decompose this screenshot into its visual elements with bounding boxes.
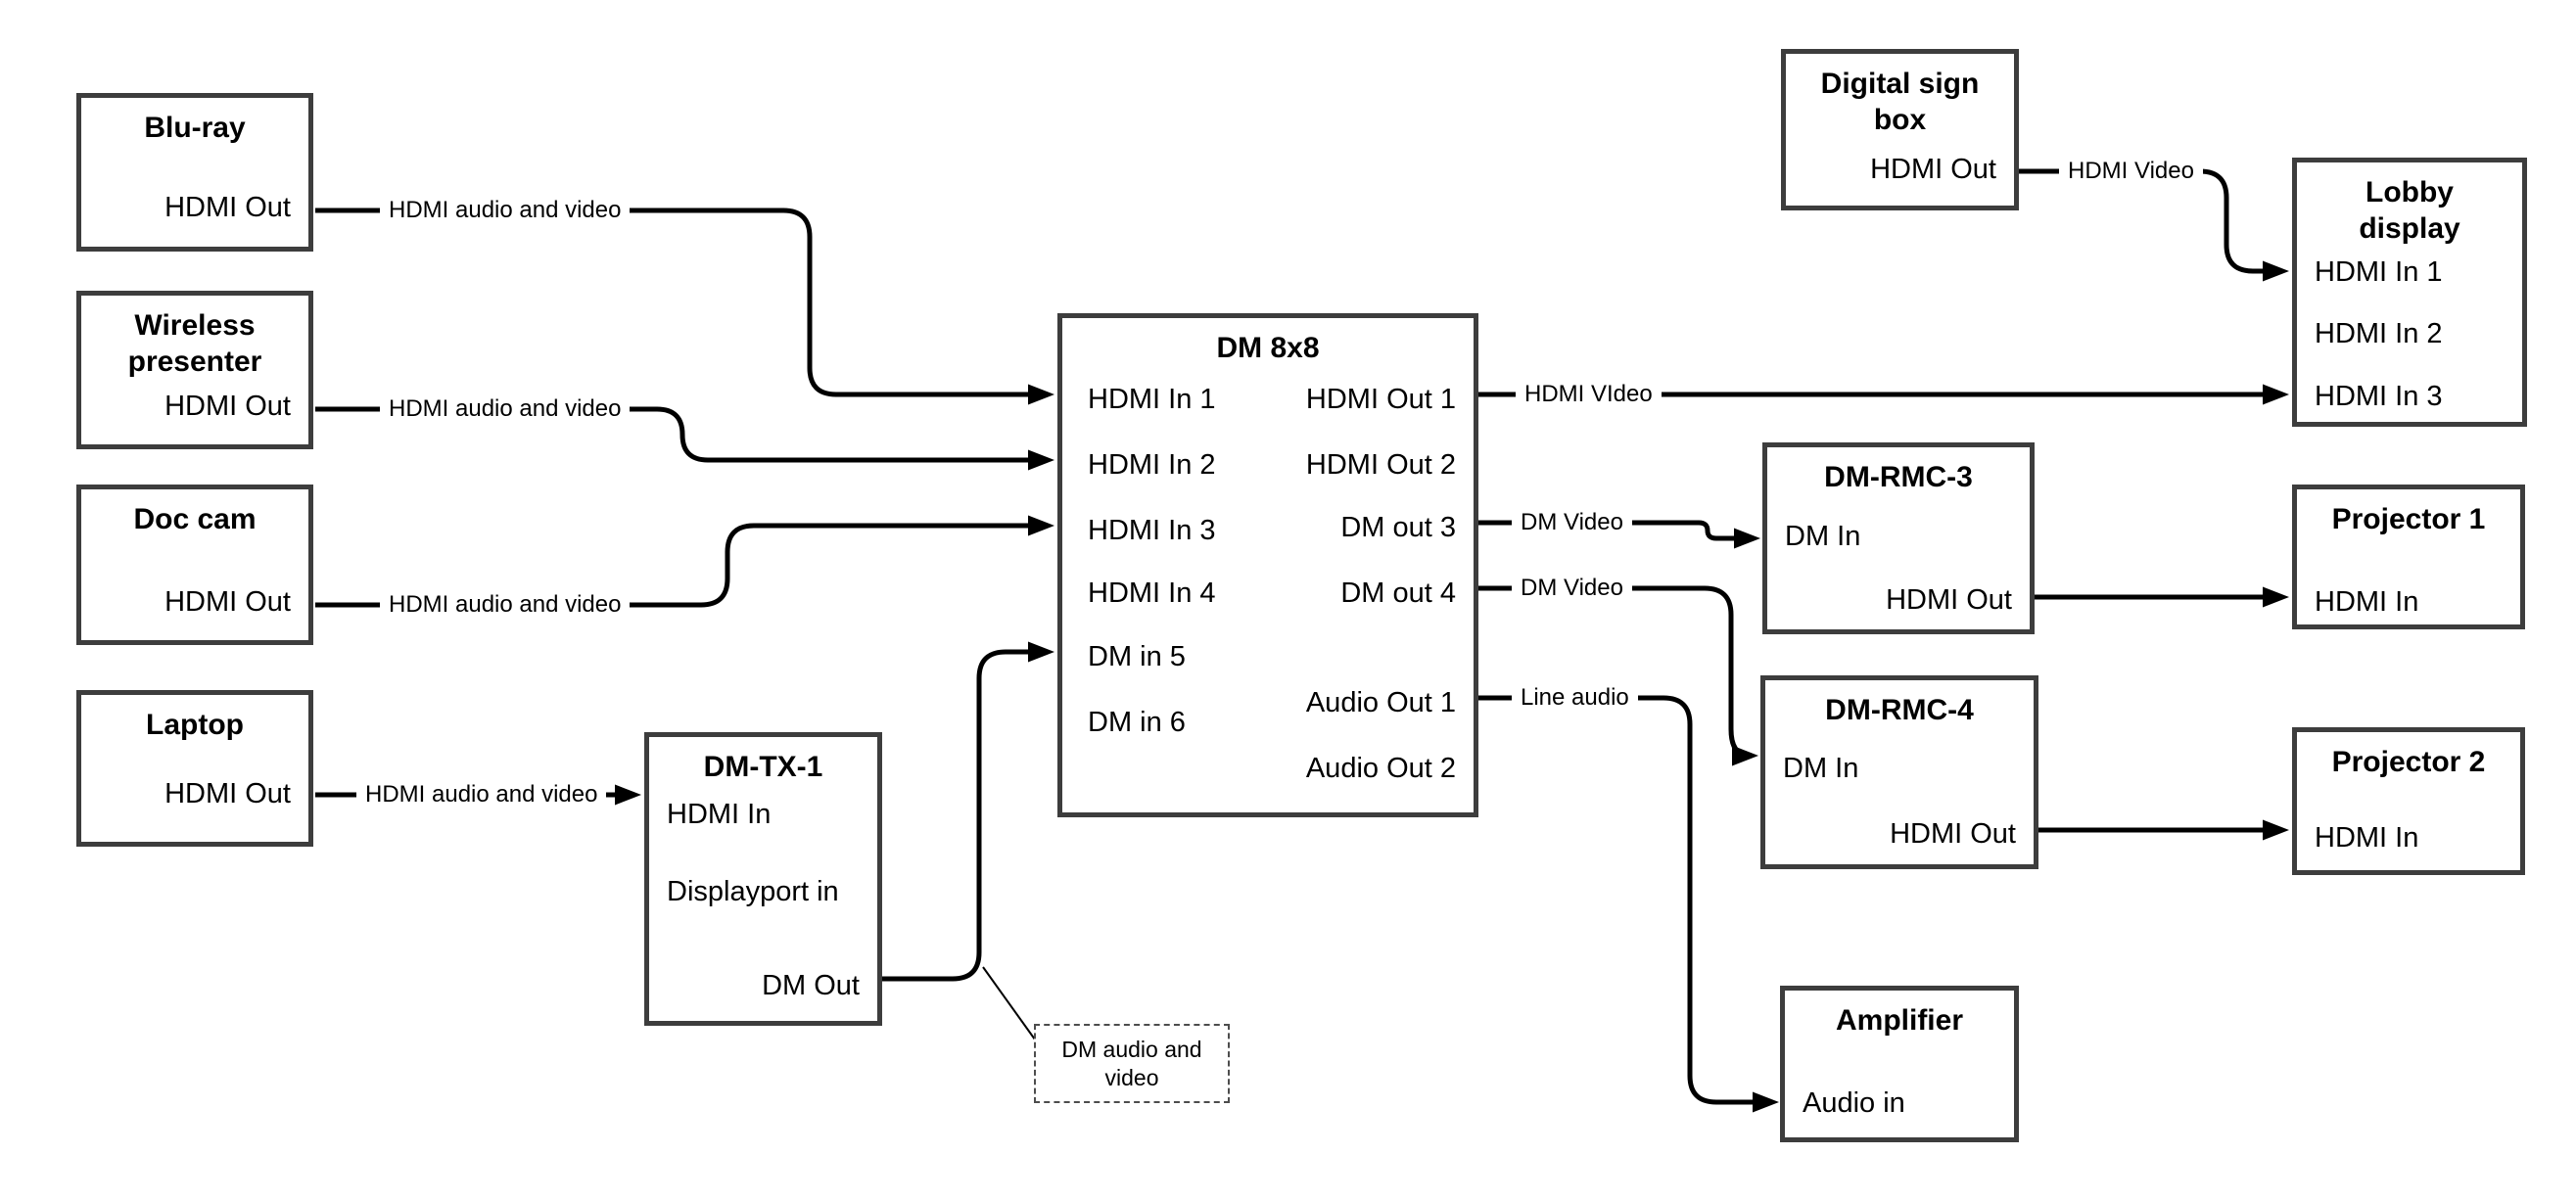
device-box-laptop: Laptop HDMI Out	[76, 690, 313, 847]
port-hdmi-out-1: HDMI Out 1	[1305, 384, 1456, 415]
port-hdmi-in: HDMI In	[2315, 586, 2419, 618]
connection-label-wireless: HDMI audio and video	[380, 394, 631, 424]
port-hdmi-out: HDMI Out	[1870, 154, 1996, 185]
port-audio-in: Audio in	[1803, 1087, 1905, 1119]
device-title: DM-RMC-4	[1825, 694, 1974, 726]
port-hdmi-out: HDMI Out	[1886, 584, 2012, 616]
device-box-dm-rmc-3: DM-RMC-3 DM In HDMI Out	[1762, 442, 2035, 634]
connection-label-laptop: HDMI audio and video	[356, 780, 607, 809]
device-box-wireless-presenter: Wireless presenter HDMI Out	[76, 291, 313, 449]
device-box-doc-cam: Doc cam HDMI Out	[76, 485, 313, 645]
device-box-dm-tx-1: DM-TX-1 HDMI In Displayport in DM Out	[644, 732, 882, 1026]
device-title: Amplifier	[1835, 1004, 1964, 1037]
wire-sign-lobby-in1	[2019, 168, 2289, 282]
connection-label-dm-video-3: DM Video	[1512, 508, 1632, 537]
port-hdmi-in-3: HDMI In 3	[2315, 381, 2443, 412]
port-dm-in: DM In	[1783, 753, 1859, 784]
device-box-projector-1: Projector 1 HDMI In	[2292, 485, 2525, 629]
note-callout-line	[982, 966, 1036, 1040]
device-title: DM-RMC-3	[1824, 461, 1973, 493]
wire-dm8x8-out4-rmc4	[1478, 585, 1758, 766]
port-dm-out: DM Out	[762, 970, 860, 1001]
connection-label-doccam: HDMI audio and video	[380, 590, 631, 620]
port-hdmi-in-3: HDMI In 3	[1088, 515, 1216, 546]
device-title: Doc cam	[133, 503, 257, 535]
port-audio-out-2: Audio Out 2	[1305, 753, 1456, 784]
device-title: Wireless presenter	[127, 309, 262, 378]
device-title: Lobby display	[2359, 176, 2460, 245]
port-dm-in-6: DM in 6	[1088, 707, 1186, 738]
device-box-digital-sign: Digital sign box HDMI Out	[1781, 49, 2019, 210]
connection-label-bluray: HDMI audio and video	[380, 196, 631, 225]
device-title: Blu-ray	[144, 112, 246, 144]
port-audio-out-1: Audio Out 1	[1305, 687, 1456, 718]
wire-wireless-dm8x8-in2	[315, 406, 1054, 471]
device-box-bluray: Blu-ray HDMI Out	[76, 93, 313, 252]
wire-bluray-dm8x8-in1	[315, 208, 1054, 405]
port-hdmi-in-4: HDMI In 4	[1088, 577, 1216, 609]
device-title: Projector 1	[2331, 503, 2486, 535]
device-box-projector-2: Projector 2 HDMI In	[2292, 727, 2525, 875]
device-title: Projector 2	[2331, 746, 2486, 778]
device-box-amplifier: Amplifier Audio in	[1780, 986, 2019, 1142]
device-title: Laptop	[146, 709, 244, 741]
device-title: DM 8x8	[1216, 332, 1320, 364]
device-title: Digital sign box	[1820, 68, 1980, 136]
wire-dm8x8-out3-rmc3	[1478, 520, 1760, 549]
port-hdmi-in-2: HDMI In 2	[2315, 318, 2443, 349]
port-hdmi-in-2: HDMI In 2	[1088, 449, 1216, 481]
port-dm-in: DM In	[1785, 521, 1861, 552]
connection-label-line-audio: Line audio	[1512, 683, 1638, 713]
port-hdmi-out: HDMI Out	[164, 586, 291, 618]
port-displayport-in: Displayport in	[667, 876, 839, 907]
port-hdmi-in: HDMI In	[2315, 822, 2419, 854]
device-title: DM-TX-1	[703, 751, 823, 783]
wire-doccam-dm8x8-in3	[315, 515, 1054, 608]
port-hdmi-out-2: HDMI Out 2	[1305, 449, 1456, 481]
port-hdmi-out: HDMI Out	[164, 391, 291, 422]
port-dm-out-4: DM out 4	[1340, 577, 1456, 609]
connection-label-hdmi-video-sign: HDMI Video	[2059, 157, 2203, 186]
port-dm-out-3: DM out 3	[1340, 512, 1456, 543]
note-dm-audio-video: DM audio and video	[1034, 1024, 1230, 1103]
device-box-dm-rmc-4: DM-RMC-4 DM In HDMI Out	[1760, 675, 2038, 869]
device-box-lobby-display: Lobby display HDMI In 1 HDMI In 2 HDMI I…	[2292, 158, 2527, 427]
device-box-dm-8x8: DM 8x8 HDMI In 1 HDMI In 2 HDMI In 3 HDM…	[1057, 313, 1478, 817]
port-hdmi-out: HDMI Out	[164, 778, 291, 809]
port-hdmi-in-1: HDMI In 1	[2315, 256, 2443, 288]
wire-dmtx1-dm8x8-in5	[882, 641, 1054, 982]
port-hdmi-out: HDMI Out	[164, 192, 291, 223]
connection-label-hdmi-video-out1: HDMI VIdeo	[1516, 380, 1662, 409]
connection-label-dm-video-4: DM Video	[1512, 574, 1632, 603]
port-hdmi-out: HDMI Out	[1890, 818, 2016, 850]
port-hdmi-in-1: HDMI In 1	[1088, 384, 1216, 415]
wire-dm8x8-audio1-amplifier	[1478, 695, 1779, 1113]
port-dm-in-5: DM in 5	[1088, 641, 1186, 672]
port-hdmi-in: HDMI In	[667, 799, 772, 830]
